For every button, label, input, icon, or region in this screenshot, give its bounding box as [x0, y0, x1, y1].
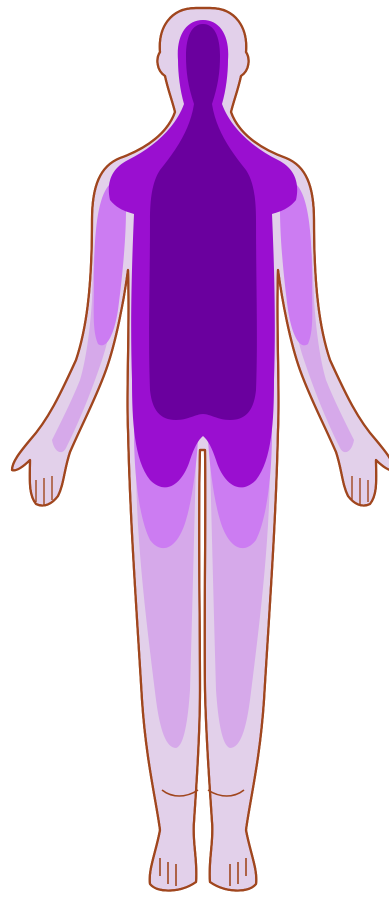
hand-details — [36, 476, 368, 505]
core-zone — [149, 24, 257, 420]
